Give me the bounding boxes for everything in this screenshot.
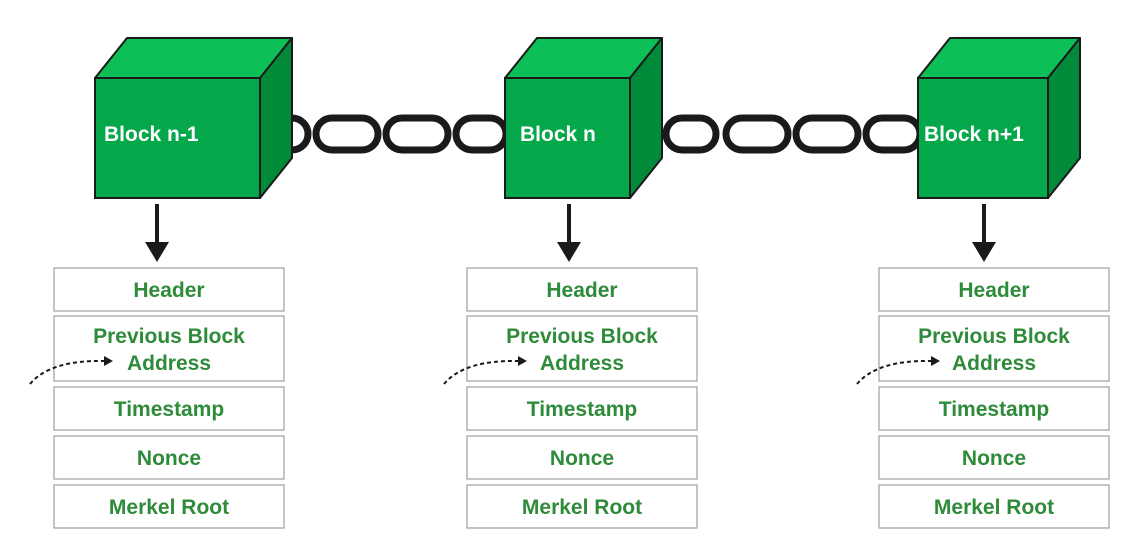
field-stack: Header Previous Block Address Timestamp …	[466, 267, 698, 529]
nonce-text: Nonce	[962, 447, 1026, 470]
previous-block-text: Previous Block	[506, 325, 658, 348]
header-field	[466, 267, 698, 312]
block-cube	[917, 37, 1081, 199]
timestamp-field	[53, 386, 285, 431]
header-text: Header	[958, 279, 1029, 302]
chain-link	[862, 114, 924, 154]
chain-link	[662, 114, 720, 154]
chain-link	[452, 114, 510, 154]
merkel-root-field	[53, 484, 285, 529]
previous-block-address-field	[466, 315, 698, 382]
merkel-root-field	[878, 484, 1110, 529]
pointer-arrow-head	[931, 356, 940, 366]
block-group-n-minus-1: Block n-1 Header Previous Block Address …	[29, 37, 293, 529]
timestamp-text: Timestamp	[527, 398, 638, 421]
chain-link	[312, 114, 382, 154]
previous-block-text: Previous Block	[93, 325, 245, 348]
previous-block-address-field	[53, 315, 285, 382]
timestamp-field	[466, 386, 698, 431]
nonce-text: Nonce	[550, 447, 614, 470]
arrow-head	[557, 242, 581, 262]
timestamp-text: Timestamp	[939, 398, 1050, 421]
merkel-root-field	[466, 484, 698, 529]
field-stack: Header Previous Block Address Timestamp …	[53, 267, 285, 529]
merkel-root-text: Merkel Root	[522, 496, 642, 519]
block-group-n: Block n Header Previous Block Address Ti…	[443, 37, 698, 529]
chain-link	[792, 114, 862, 154]
chain-link	[382, 114, 452, 154]
nonce-field	[466, 435, 698, 480]
chain-link	[722, 114, 792, 154]
arrow-head	[145, 242, 169, 262]
nonce-text: Nonce	[137, 447, 201, 470]
merkel-root-text: Merkel Root	[109, 496, 229, 519]
address-text: Address	[540, 352, 624, 375]
block-cube	[504, 37, 663, 199]
header-field	[878, 267, 1110, 312]
chain-link-1	[254, 114, 510, 154]
header-field	[53, 267, 285, 312]
header-text: Header	[546, 279, 617, 302]
arrow-head	[972, 242, 996, 262]
block-group-n-plus-1: Block n+1 Header Previous Block Address …	[856, 37, 1110, 529]
block-label: Block n+1	[924, 123, 1024, 146]
pointer-arrow-head	[518, 356, 527, 366]
timestamp-text: Timestamp	[114, 398, 225, 421]
block-label: Block n	[520, 123, 596, 146]
merkel-root-text: Merkel Root	[934, 496, 1054, 519]
block-label: Block n-1	[104, 123, 199, 146]
nonce-field	[53, 435, 285, 480]
address-text: Address	[127, 352, 211, 375]
header-text: Header	[133, 279, 204, 302]
timestamp-field	[878, 386, 1110, 431]
previous-block-address-field	[878, 315, 1110, 382]
pointer-arrow-head	[104, 356, 113, 366]
block-cube	[94, 37, 293, 199]
field-stack: Header Previous Block Address Timestamp …	[878, 267, 1110, 529]
previous-block-text: Previous Block	[918, 325, 1070, 348]
chain-link-2	[662, 114, 924, 154]
address-text: Address	[952, 352, 1036, 375]
nonce-field	[878, 435, 1110, 480]
